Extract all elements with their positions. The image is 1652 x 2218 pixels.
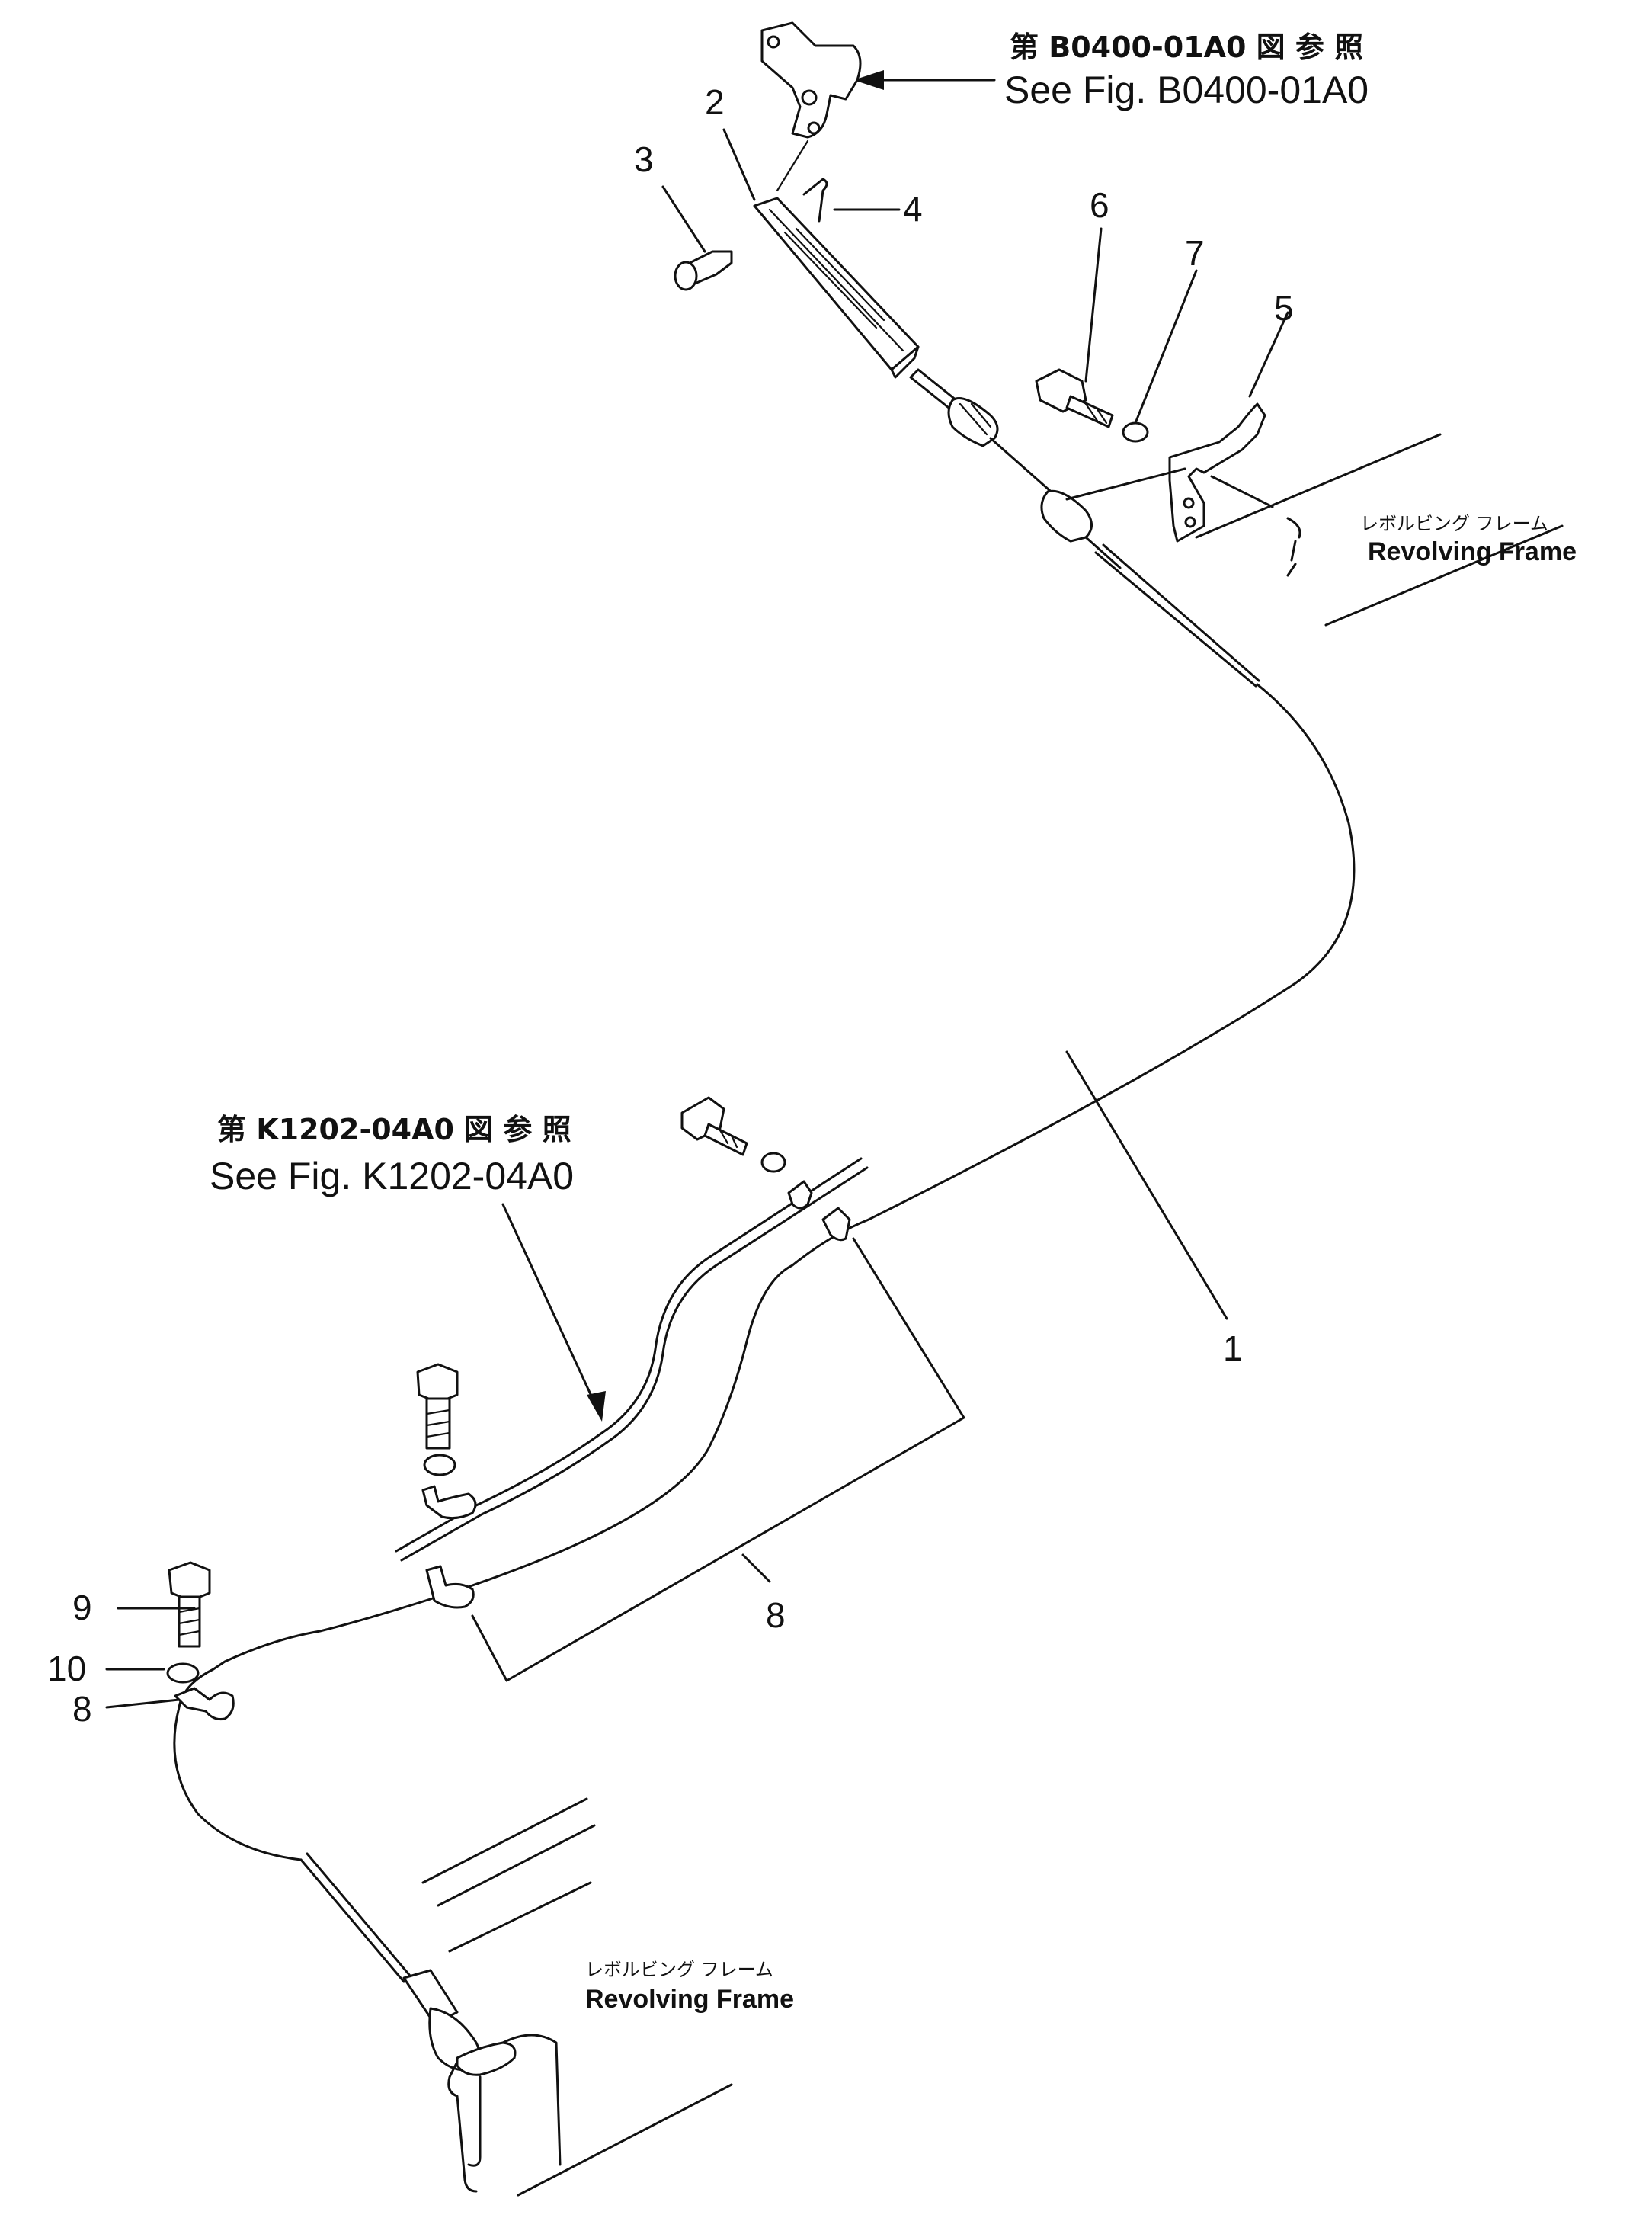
callout-6: 6: [1090, 185, 1109, 225]
callout-10: 10: [47, 1649, 86, 1688]
reference-middle-arrow: [501, 1203, 596, 1404]
lower-bracket: [447, 2034, 562, 2193]
frame-lines-upper: [1065, 433, 1564, 627]
frame-label-right-en: Revolving Frame: [1368, 537, 1577, 566]
lever-bracket: [760, 21, 862, 192]
leader-lines: [105, 128, 1289, 1709]
frame-label-bottom-en: Revolving Frame: [585, 1985, 794, 2014]
part-1-cable: [173, 683, 1356, 1861]
arrow-head-icon-2: [587, 1391, 606, 1422]
callout-numbers: 2 3 4 5 6 7 1 8 9 10 8: [47, 82, 1294, 1729]
callout-8-group: 8: [766, 1595, 786, 1635]
frame-label-right-jp: レボルビング フレーム: [1360, 513, 1548, 534]
frame-lines-lower: [421, 1797, 733, 2197]
cable-lower-boot: [402, 1969, 459, 2025]
callout-7: 7: [1185, 233, 1205, 273]
frame-label-bottom: レボルビング フレーム Revolving Frame: [585, 1959, 794, 2014]
part-8-clamp-left: [174, 1687, 235, 1720]
part-10-washer: [166, 1662, 200, 1684]
reference-middle: 第 K1202-04A0 図 参 照 See Fig. K1202-04A0: [210, 1113, 606, 1422]
reference-middle-en: See Fig. K1202-04A0: [210, 1155, 574, 1197]
part-9-bolt: [168, 1561, 211, 1648]
part-7-washer: [1122, 421, 1149, 443]
part-4-cotter: [802, 178, 828, 223]
reference-top: 第 B0400-01A0 図 参 照 See Fig. B0400-01A0: [853, 30, 1369, 111]
callout-5: 5: [1274, 288, 1294, 328]
part-6-bolt: [1035, 368, 1114, 428]
reference-top-jp: 第 B0400-01A0 図 参 照: [1010, 30, 1363, 64]
reference-middle-jp: 第 K1202-04A0 図 参 照: [217, 1113, 571, 1146]
callout-4: 4: [903, 189, 923, 229]
part-2-yoke: [753, 197, 920, 379]
frame-label-bottom-jp: レボルビング フレーム: [585, 1959, 773, 1980]
callout-1: 1: [1223, 1329, 1243, 1368]
part-3-pin: [674, 250, 733, 291]
callout-2: 2: [705, 82, 725, 122]
reference-top-en: See Fig. B0400-01A0: [1004, 69, 1369, 111]
part-5-bracket: [1168, 402, 1266, 543]
clamp-left-hyd: [421, 1485, 477, 1520]
arrow-head-icon: [853, 70, 884, 90]
mid-clamp-bolt: [680, 1096, 786, 1173]
clamp-left-cable: [425, 1565, 475, 1609]
clamp-upper-1: [787, 1180, 851, 1242]
cable-upper-end: [909, 368, 1260, 688]
hydraulic-line: [395, 1157, 863, 1553]
callout-8-clamp: 8: [72, 1689, 92, 1729]
frame-label-right: レボルビング フレーム Revolving Frame: [1360, 513, 1577, 566]
cable-lower-end: [299, 1858, 405, 1983]
callout-9: 9: [72, 1588, 92, 1627]
bolt-mid-left: [416, 1363, 459, 1476]
callout-3: 3: [634, 139, 654, 179]
